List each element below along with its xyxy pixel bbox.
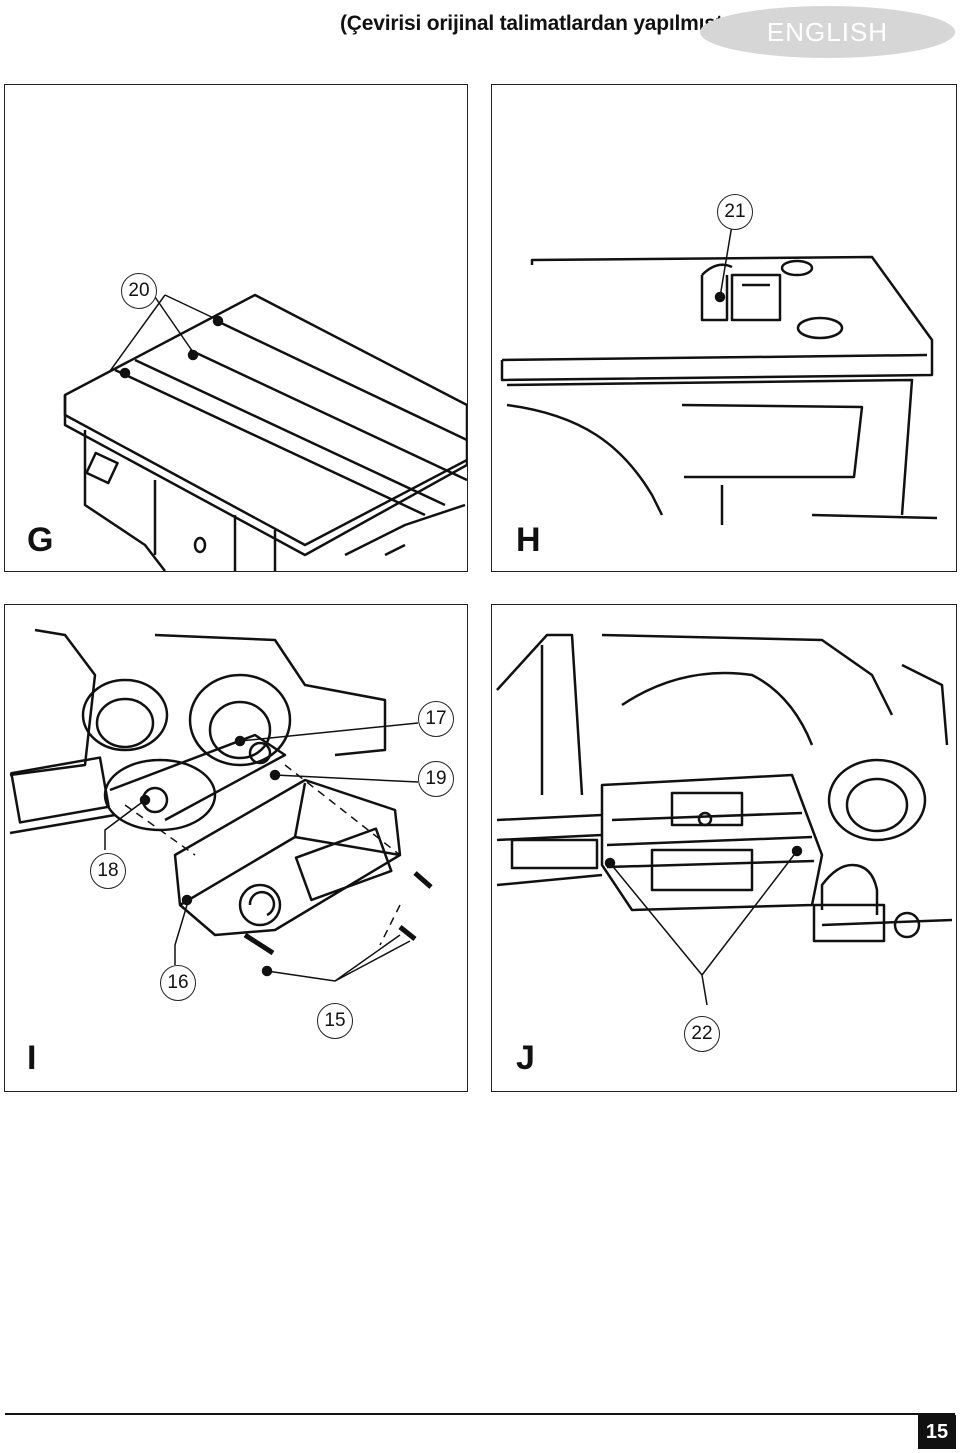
panel-letter-j: J <box>516 1039 535 1077</box>
figure-panel-g: 20 G <box>4 84 468 572</box>
callout-16: 16 <box>160 965 196 1001</box>
panel-letter-i: I <box>27 1039 37 1077</box>
planer-sole-illustration <box>63 293 467 571</box>
drive-belt-replacement-illustration <box>9 628 433 982</box>
callout-20: 20 <box>121 273 157 309</box>
callout-21: 21 <box>717 194 753 230</box>
callout-22: 22 <box>684 1016 720 1052</box>
figure-panel-i: 17 19 18 16 15 I <box>4 604 468 1092</box>
callout-19: 19 <box>418 761 454 797</box>
figure-panel-j: 22 J <box>491 604 957 1092</box>
callout-18: 18 <box>90 853 126 889</box>
callout-17: 17 <box>418 701 454 737</box>
panel-letter-g: G <box>27 521 54 559</box>
callout-15: 15 <box>317 1003 353 1039</box>
page-number: 15 <box>918 1415 956 1449</box>
parking-shoe-illustration <box>496 633 953 1006</box>
panel-letter-h: H <box>516 521 541 559</box>
depth-adjustment-illustration <box>500 224 938 525</box>
figure-panel-h: 21 H <box>491 84 957 572</box>
footer-rule <box>5 1413 955 1415</box>
page-header-title: (Çevirisi orijinal talimatlardan yapılmı… <box>340 12 743 35</box>
language-badge: ENGLISH <box>700 6 955 58</box>
